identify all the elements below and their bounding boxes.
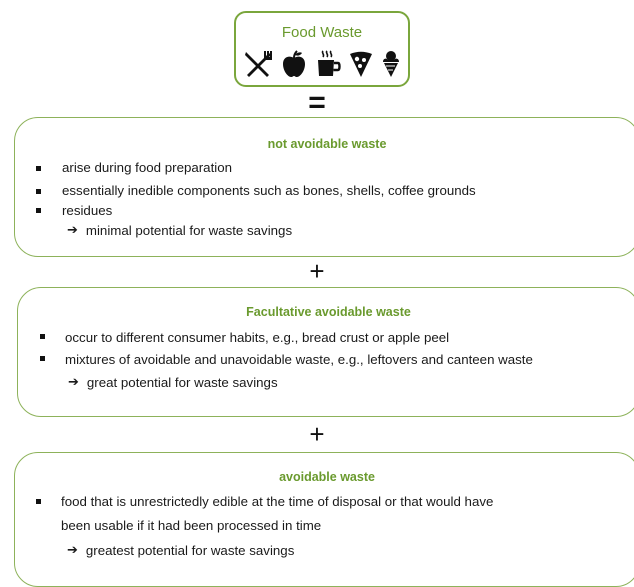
right-arrow-icon: ➔ (67, 222, 78, 237)
apple-icon (281, 50, 307, 78)
not-avoidable-waste-panel: not avoidable waste arise during food pr… (14, 117, 634, 257)
coffee-cup-icon (315, 50, 341, 78)
bullet-marker (36, 208, 41, 213)
right-arrow-icon: ➔ (68, 374, 79, 389)
ice-cream-icon (381, 50, 401, 78)
conclusion-text: great potential for waste savings (86, 374, 278, 390)
avoidable-waste-panel: avoidable waste food that is unrestricte… (14, 452, 634, 587)
conclusion-text: minimal potential for waste savings (85, 222, 293, 238)
pizza-slice-icon (349, 50, 373, 78)
bullet-marker (40, 356, 45, 361)
bullet-item: arise during food preparation (62, 160, 233, 175)
plus-sign: + (309, 419, 325, 449)
bullet-marker (40, 334, 45, 339)
panel-title: avoidable waste (279, 470, 375, 484)
food-waste-header-box: Food Waste (234, 11, 410, 87)
panel-title: not avoidable waste (267, 137, 387, 151)
bullet-item: residues (62, 203, 113, 218)
facultative-avoidable-waste-panel: Facultative avoidable waste occur to dif… (17, 287, 634, 417)
conclusion-text: greatest potential for waste savings (85, 542, 295, 558)
right-arrow-icon: ➔ (67, 542, 78, 557)
header-title: Food Waste (281, 24, 363, 41)
bullet-item: mixtures of avoidable and unavoidable wa… (65, 352, 533, 367)
bullet-marker (36, 499, 41, 504)
bullet-item: occur to different consumer habits, e.g.… (65, 330, 450, 345)
equals-sign: = (308, 86, 326, 119)
bullet-item: essentially inedible components such as … (62, 183, 476, 198)
plus-sign: + (309, 256, 325, 286)
fork-knife-icon (243, 50, 273, 78)
bullet-marker (36, 166, 41, 171)
panel-title: Facultative avoidable waste (246, 305, 411, 319)
bullet-item: food that is unrestrictedly edible at th… (61, 494, 494, 509)
food-icons-row (236, 50, 408, 78)
bullet-item-continuation: been usable if it had been processed in … (61, 518, 322, 533)
conclusion-row: ➔ greatest potential for waste savings (67, 542, 294, 558)
conclusion-row: ➔ minimal potential for waste savings (67, 222, 292, 238)
conclusion-row: ➔ great potential for waste savings (68, 374, 278, 390)
bullet-marker (36, 189, 41, 194)
